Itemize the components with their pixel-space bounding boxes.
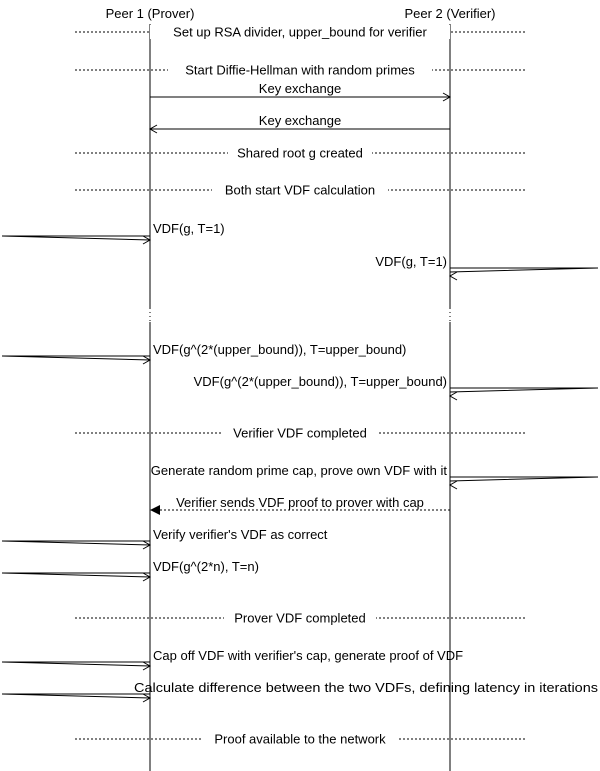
message-label: Cap off VDF with verifier's cap, generat…	[153, 648, 463, 663]
note-label-bg	[224, 611, 376, 625]
message-arrow: Key exchange	[150, 81, 452, 102]
message-label: VDF(g^(2*(upper_bound)), T=upper_bound)	[194, 374, 447, 389]
self-message: Calculate difference between the two VDF…	[1, 680, 599, 703]
self-message: Cap off VDF with verifier's cap, generat…	[1, 648, 463, 671]
note-label-bg	[228, 146, 372, 160]
self-message: VDF(g^(2*(upper_bound)), T=upper_bound)	[1, 342, 406, 365]
note-label: Proof available to the network	[214, 732, 386, 747]
note-label: Prover VDF completed	[234, 611, 366, 626]
message-label: Key exchange	[259, 81, 341, 96]
note-label-bg	[212, 183, 388, 197]
note-label: Both start VDF calculation	[225, 183, 375, 198]
self-message: Generate random prime cap, prove own VDF…	[151, 463, 599, 490]
note-divider: Proof available to the network	[75, 732, 525, 747]
self-message: VDF(g, T=1)	[375, 254, 599, 281]
note-divider: Set up RSA divider, upper_bound for veri…	[75, 25, 525, 40]
note-divider: Shared root g created	[75, 146, 525, 161]
dashed-return-arrow: Verifier sends VDF proof to prover with …	[150, 495, 450, 515]
note-label-bg	[202, 732, 398, 746]
note-label: Verifier VDF completed	[233, 426, 367, 441]
note-label: Start Diffie-Hellman with random primes	[185, 63, 415, 78]
note-divider: Start Diffie-Hellman with random primes	[75, 63, 525, 78]
self-message: VDF(g, T=1)	[1, 221, 225, 245]
message-label: Calculate difference between the two VDF…	[134, 680, 599, 695]
message-label: Verifier sends VDF proof to prover with …	[176, 495, 424, 510]
participant-verifier-label: Peer 2 (Verifier)	[404, 6, 495, 21]
message-label: Key exchange	[259, 113, 341, 128]
note-divider: Verifier VDF completed	[75, 426, 525, 441]
note-divider: Both start VDF calculation	[75, 183, 525, 198]
self-message: Verify verifier's VDF as correct	[1, 527, 328, 550]
message-label: VDF(g, T=1)	[153, 221, 225, 236]
participant-prover-label: Peer 1 (Prover)	[106, 6, 195, 21]
note-divider: Prover VDF completed	[75, 611, 525, 626]
note-label-bg	[150, 25, 450, 39]
message-label: Verify verifier's VDF as correct	[153, 527, 328, 542]
note-label: Shared root g created	[237, 146, 363, 161]
self-message: VDF(g^(2*(upper_bound)), T=upper_bound)	[194, 374, 599, 401]
message-label: VDF(g^(2*(upper_bound)), T=upper_bound)	[153, 342, 406, 357]
self-message: VDF(g^(2*n), T=n)	[1, 559, 259, 582]
note-label-bg	[222, 426, 378, 440]
message-label: VDF(g^(2*n), T=n)	[153, 559, 259, 574]
note-label: Set up RSA divider, upper_bound for veri…	[173, 25, 427, 40]
message-label: Generate random prime cap, prove own VDF…	[151, 463, 448, 478]
message-arrow: Key exchange	[148, 113, 450, 134]
message-label: VDF(g, T=1)	[375, 254, 447, 269]
note-label-bg	[168, 63, 432, 77]
